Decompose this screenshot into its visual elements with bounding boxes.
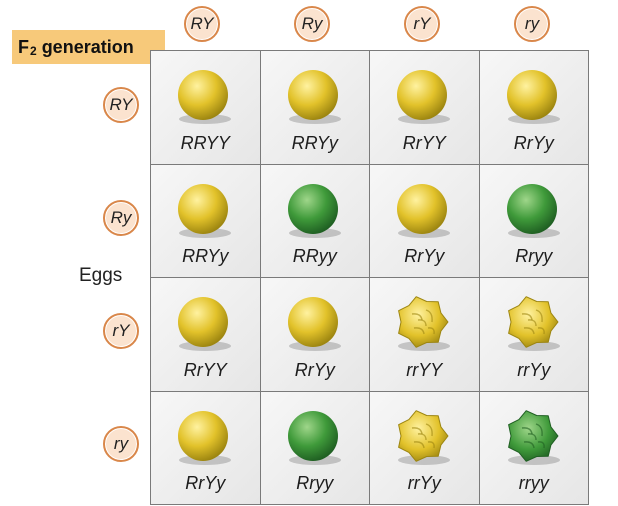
genotype-label: RRYy <box>291 132 338 153</box>
round-yellow-pea-icon <box>178 297 232 351</box>
eggs-label: Eggs <box>79 265 123 286</box>
punnett-cell: RrYy <box>259 277 370 392</box>
round-green-pea-icon <box>506 183 560 238</box>
genotype-label: RrYy <box>404 246 445 266</box>
round-yellow-pea-icon <box>506 70 560 124</box>
genotype-label: RRYY <box>180 132 230 153</box>
sperm-label-1: RY <box>184 6 220 42</box>
genotype-label: RRyy <box>292 246 337 266</box>
punnett-cell: RRyy <box>259 163 370 278</box>
egg-label-1: RY <box>103 87 139 123</box>
round-yellow-pea-icon <box>397 70 451 124</box>
punnett-cell: RrYy <box>478 50 589 165</box>
punnett-cell: RrYY <box>369 50 480 165</box>
genotype-label: RrYY <box>183 359 227 380</box>
genotype-label: RrYy <box>294 359 335 380</box>
punnett-cell: RrYY <box>150 277 261 392</box>
round-yellow-pea-icon <box>287 70 341 124</box>
egg-label-4: ry <box>103 426 139 462</box>
gen-prefix: F <box>18 36 29 57</box>
wrinkled-green-pea-icon <box>507 409 560 465</box>
wrinkled-yellow-pea-icon <box>398 409 451 465</box>
punnett-cell: rryy <box>478 390 589 505</box>
egg-label-3: rY <box>103 313 139 349</box>
egg-label-2: Ry <box>103 200 139 236</box>
genotype-label: rrYY <box>406 359 443 380</box>
sperm-label-2: Ry <box>294 6 330 42</box>
genotype-label: RrYy <box>513 132 554 153</box>
round-green-pea-icon <box>287 183 341 238</box>
genotype-label: RrYy <box>185 473 226 493</box>
gen-subscript: 2 <box>30 44 37 58</box>
genotype-label: RRYy <box>182 246 229 266</box>
round-yellow-pea-icon <box>178 183 232 238</box>
punnett-cell: RRYY <box>150 50 261 165</box>
sperm-label-4: ry <box>514 6 550 42</box>
gen-text: generation <box>41 36 134 57</box>
round-yellow-pea-icon <box>178 70 232 124</box>
round-yellow-pea-icon <box>287 297 341 351</box>
round-yellow-pea-icon <box>397 183 451 238</box>
round-yellow-pea-icon <box>178 410 232 465</box>
punnett-cell: RRYy <box>150 163 261 278</box>
genotype-label: Rryy <box>296 473 334 493</box>
punnett-cell: rrYY <box>369 277 480 392</box>
sperm-label-3: rY <box>404 6 440 42</box>
genotype-label: rrYy <box>517 359 551 380</box>
punnett-cell: RrYy <box>150 390 261 505</box>
wrinkled-yellow-pea-icon <box>398 296 451 351</box>
genotype-label: rrYy <box>407 473 441 493</box>
round-green-pea-icon <box>287 410 341 465</box>
genotype-label: rryy <box>518 473 549 493</box>
punnett-cell: rrYy <box>478 277 589 392</box>
genotype-label: Rryy <box>515 246 553 266</box>
wrinkled-yellow-pea-icon <box>507 296 560 351</box>
punnett-cell: rrYy <box>369 390 480 505</box>
punnett-cell: Rryy <box>259 390 370 505</box>
punnett-cell: RRYy <box>259 50 370 165</box>
punnett-cell: Rryy <box>478 163 589 278</box>
genotype-label: RrYY <box>402 132 446 153</box>
punnett-cell: RrYy <box>369 163 480 278</box>
